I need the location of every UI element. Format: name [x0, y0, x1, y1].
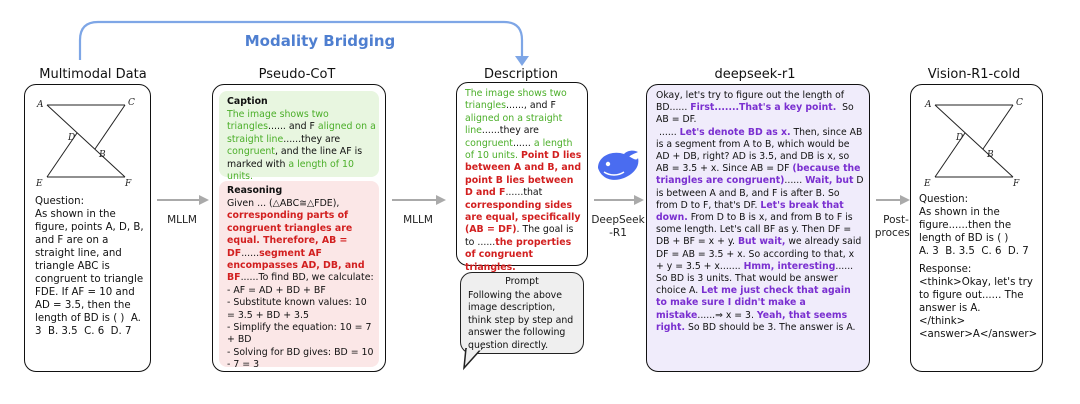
edge-mllm-1: MLLM: [167, 214, 197, 226]
reasoning-text-segment: Given ... (△ABC≅△FDE),: [227, 198, 343, 209]
deepseek-text-segment: Okay, let's try to figure out the length…: [656, 90, 848, 114]
deepseek-text-segment: Let's denote BD as x.: [679, 126, 791, 138]
deepseek-text-segment: From D to B is x, and from B to F is som…: [656, 212, 856, 248]
deepseek-text-segment: Let's break that down.: [656, 199, 847, 224]
edge-post-2: process: [874, 227, 916, 239]
title-vision: Vision-R1-cold: [927, 67, 1021, 82]
edge-post-1: Post-: [883, 214, 909, 226]
label-F: F: [124, 179, 132, 189]
caption-text-segment: aligned on a straight line: [227, 121, 376, 145]
description-text-segment: ......: [512, 137, 534, 149]
caption-text: The image shows two triangles...... and …: [227, 109, 377, 183]
label-C: C: [1016, 98, 1023, 108]
description-card: The image shows two triangles......, and…: [456, 82, 588, 273]
reasoning-text-segment: segment AF encompasses AD, DB, and BF: [227, 247, 368, 284]
deepseek-text-segment: Let me just check that again to make sur…: [656, 285, 854, 321]
label-A: A: [924, 100, 932, 110]
deepseek-text-segment: So AB = DF. ......: [656, 102, 854, 138]
caption-text-segment: The image shows two triangles: [227, 109, 329, 133]
deepseek-text-segment: First.......That's a key point.: [690, 102, 837, 114]
description-text: The image shows two triangles......, and…: [465, 88, 583, 274]
caption-block: [219, 91, 379, 177]
deepseek-text-segment: (because the triangles are congruent): [656, 163, 864, 187]
deepseek-card: Okay, let's try to figure out the length…: [646, 84, 870, 372]
label-E: E: [923, 179, 931, 189]
reasoning-text-segment: corresponding parts of congruent triangl…: [227, 210, 356, 259]
caption-text-segment: congruent: [227, 146, 275, 158]
label-C: C: [128, 98, 135, 108]
description-text-segment: The image shows two triangles: [465, 88, 567, 112]
arrow-deepseek: [594, 195, 644, 205]
vision-response: Response: <think>Okay, let's try to figu…: [919, 264, 1038, 340]
multimodal-card: A C D B E F Question: As shown in the fi…: [24, 84, 151, 372]
edge-deepseek-1: DeepSeek: [591, 214, 645, 226]
pseudo-cot-card: Caption The image shows two triangles...…: [212, 84, 386, 372]
edge-deepseek-2: -R1: [609, 227, 627, 239]
description-text-segment: aligned on a straight line: [465, 112, 563, 137]
vision-question: Question: As shown in the figure......th…: [919, 194, 1029, 257]
label-A: A: [36, 100, 44, 110]
bridge-label: Modality Bridging: [244, 32, 396, 50]
deepseek-text-segment: ......: [784, 175, 806, 187]
reasoning-text: Given ... (△ABC≅△FDE), corresponding par…: [227, 198, 377, 372]
reasoning-block: [219, 181, 379, 367]
description-text-segment: ......that: [505, 187, 543, 199]
description-text-segment: . The goal is to ......: [465, 224, 574, 248]
label-B: B: [986, 150, 994, 160]
label-B: B: [98, 150, 106, 160]
vision-card: A C D B E F Question: As shown in the fi…: [910, 84, 1043, 372]
prompt-bubble: [460, 272, 584, 354]
caption-text-segment: ......they are: [283, 133, 341, 145]
description-text-segment: Point D lies between A and B, and point …: [465, 150, 582, 199]
caption-heading: Caption: [227, 96, 268, 107]
title-multimodal: Multimodal Data: [39, 67, 147, 82]
deepseek-text-segment: Then, since AB is a segment from A to B,…: [656, 126, 866, 175]
caption-text-segment: , and the line AF is marked with: [227, 146, 363, 170]
deepseek-text: Okay, let's try to figure out the length…: [656, 90, 864, 334]
arrow-mllm-1: [157, 195, 209, 205]
geometry-figure: A C D B E F: [35, 98, 135, 189]
reasoning-text-segment: ......: [241, 247, 260, 259]
prompt-bubble-tail: [463, 348, 484, 371]
deepseek-text-segment: So BD should be 3. The answer is A.: [685, 321, 856, 333]
reasoning-text-segment: ......To find BD, we calculate: - AF = A…: [227, 272, 374, 371]
edge-mllm-2: MLLM: [403, 214, 433, 226]
title-deepseek: deepseek-r1: [714, 67, 796, 82]
description-text-segment: congruent: [465, 137, 513, 149]
label-D: D: [955, 133, 963, 143]
label-E: E: [35, 179, 43, 189]
deepseek-text-segment: ......⇒ x = 3.: [697, 309, 757, 321]
prompt-title: Prompt: [505, 276, 539, 287]
arrow-mllm-2: [392, 195, 446, 205]
deepseek-text-segment: Wait, but: [805, 175, 854, 187]
label-F: F: [1012, 179, 1020, 189]
description-text-segment: ......, and F: [506, 100, 556, 112]
prompt-text: Following the above image description, t…: [468, 290, 574, 351]
reasoning-heading: Reasoning: [227, 185, 283, 196]
description-text-segment: a length of 10 units.: [465, 137, 573, 162]
caption-text-segment: a length of 10 units.: [227, 158, 354, 183]
arrow-postprocess: [876, 195, 910, 205]
deepseek-text-segment: But wait,: [737, 236, 786, 248]
deepseek-text-segment: D is between A and B, and F is after B. …: [656, 175, 867, 211]
deepseek-text-segment: Yeah, that seems right.: [656, 309, 851, 333]
title-description: Description: [483, 67, 559, 82]
description-text-segment: the properties of congruent triangles.: [465, 236, 572, 273]
label-D: D: [67, 133, 75, 143]
geometry-figure-2: A C D B E F: [923, 98, 1023, 189]
bridge-arrow: [78, 20, 529, 66]
multimodal-question: Question: As shown in the figure, points…: [35, 196, 144, 337]
deepseek-whale-icon: [598, 150, 639, 180]
caption-text-segment: ...... and F: [268, 121, 318, 133]
deepseek-text-segment: we already said DF = AB = 3.5 + x. So ac…: [656, 236, 865, 272]
description-text-segment: ......they are: [481, 125, 539, 137]
title-pseudo-cot: Pseudo-CoT: [258, 67, 336, 82]
deepseek-text-segment: ...... So BD is 3 units. That would be a…: [656, 260, 857, 297]
description-text-segment: corresponding sides are equal, specifica…: [465, 199, 581, 236]
deepseek-text-segment: Hmm, interesting: [743, 260, 836, 272]
